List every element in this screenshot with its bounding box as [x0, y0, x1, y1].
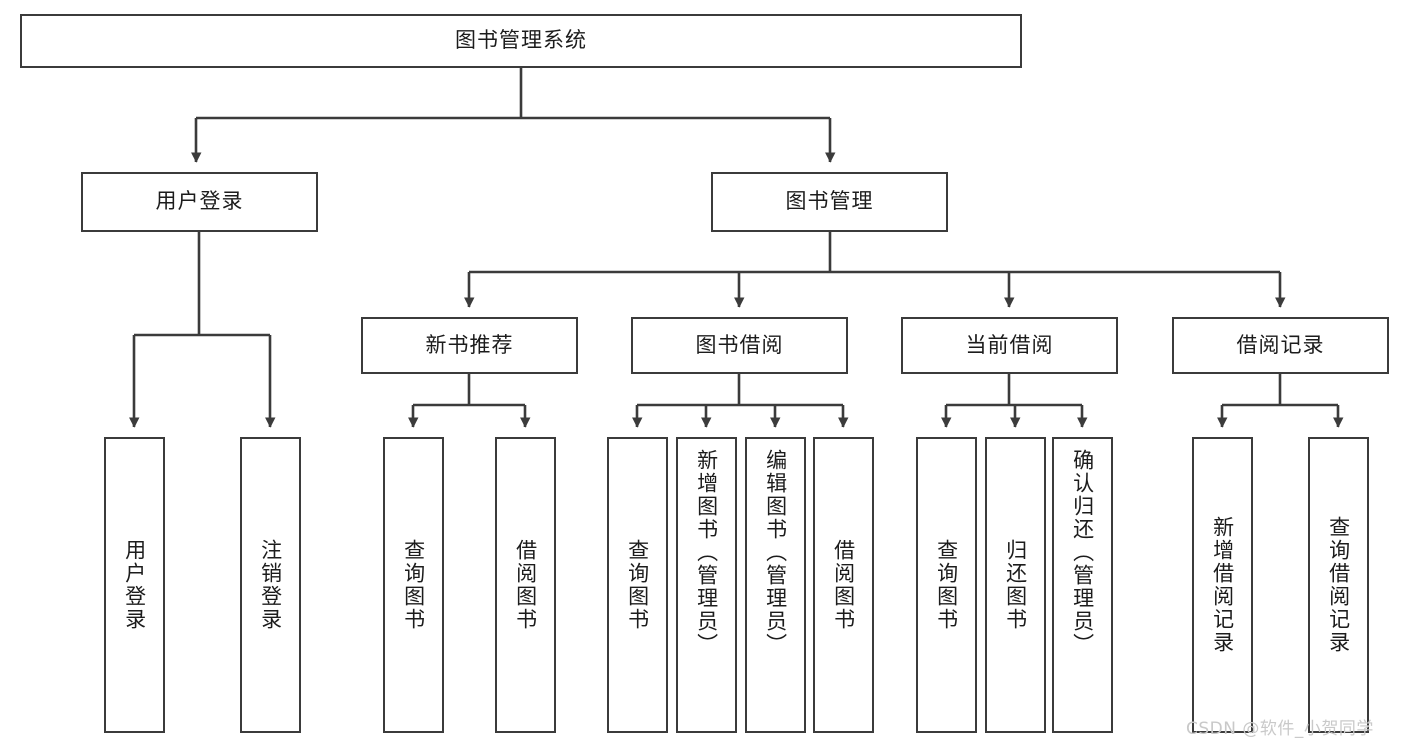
- node-label: 查询图书: [401, 539, 426, 631]
- node-user-login[interactable]: 用户登录: [81, 172, 318, 232]
- node-current-borrow[interactable]: 当前借阅: [901, 317, 1118, 374]
- node-label: 查询图书: [934, 539, 959, 631]
- node-book-management[interactable]: 图书管理: [711, 172, 948, 232]
- node-label: 图书借阅: [695, 332, 784, 357]
- node-label: 查询借阅记录: [1326, 516, 1351, 654]
- leaf-user-login-logout[interactable]: 注销登录: [240, 437, 301, 733]
- leaf-current-borrow-query-book[interactable]: 查询图书: [916, 437, 977, 733]
- csdn-watermark: CSDN @软件_小贺同学: [1186, 719, 1374, 739]
- node-root-book-management-system[interactable]: 图书管理系统: [20, 14, 1022, 68]
- node-label: 编辑图书（管理员）: [763, 449, 788, 656]
- leaf-borrow-record-add-record[interactable]: 新增借阅记录: [1192, 437, 1253, 733]
- node-borrow-record[interactable]: 借阅记录: [1172, 317, 1389, 374]
- node-label: 用户登录: [155, 189, 244, 214]
- node-label: 查询图书: [625, 539, 650, 631]
- leaf-book-borrow-add-book-admin[interactable]: 新增图书（管理员）: [676, 437, 737, 733]
- node-book-borrow[interactable]: 图书借阅: [631, 317, 848, 374]
- node-label: 借阅图书: [831, 539, 856, 631]
- node-label: 图书管理: [785, 189, 874, 214]
- node-label: 借阅记录: [1236, 332, 1325, 357]
- node-label: 注销登录: [258, 539, 283, 631]
- leaf-new-book-query-book[interactable]: 查询图书: [383, 437, 444, 733]
- node-label: 确认归还（管理员）: [1070, 449, 1095, 656]
- leaf-current-borrow-confirm-return-admin[interactable]: 确认归还（管理员）: [1052, 437, 1113, 733]
- node-label: 新书推荐: [425, 332, 514, 357]
- node-label: 归还图书: [1003, 539, 1028, 631]
- node-label: 图书管理系统: [455, 28, 587, 53]
- node-label: 当前借阅: [965, 332, 1054, 357]
- leaf-user-login-login[interactable]: 用户登录: [104, 437, 165, 733]
- node-new-book-recommend[interactable]: 新书推荐: [361, 317, 578, 374]
- leaf-book-borrow-query-book[interactable]: 查询图书: [607, 437, 668, 733]
- leaf-book-borrow-borrow-book[interactable]: 借阅图书: [813, 437, 874, 733]
- leaf-new-book-borrow-book[interactable]: 借阅图书: [495, 437, 556, 733]
- leaf-borrow-record-query-record[interactable]: 查询借阅记录: [1308, 437, 1369, 733]
- node-label: 用户登录: [122, 539, 147, 631]
- leaf-current-borrow-return-book[interactable]: 归还图书: [985, 437, 1046, 733]
- node-label: 借阅图书: [513, 539, 538, 631]
- node-label: 新增借阅记录: [1210, 516, 1235, 654]
- node-label: 新增图书（管理员）: [694, 449, 719, 656]
- leaf-book-borrow-edit-book-admin[interactable]: 编辑图书（管理员）: [745, 437, 806, 733]
